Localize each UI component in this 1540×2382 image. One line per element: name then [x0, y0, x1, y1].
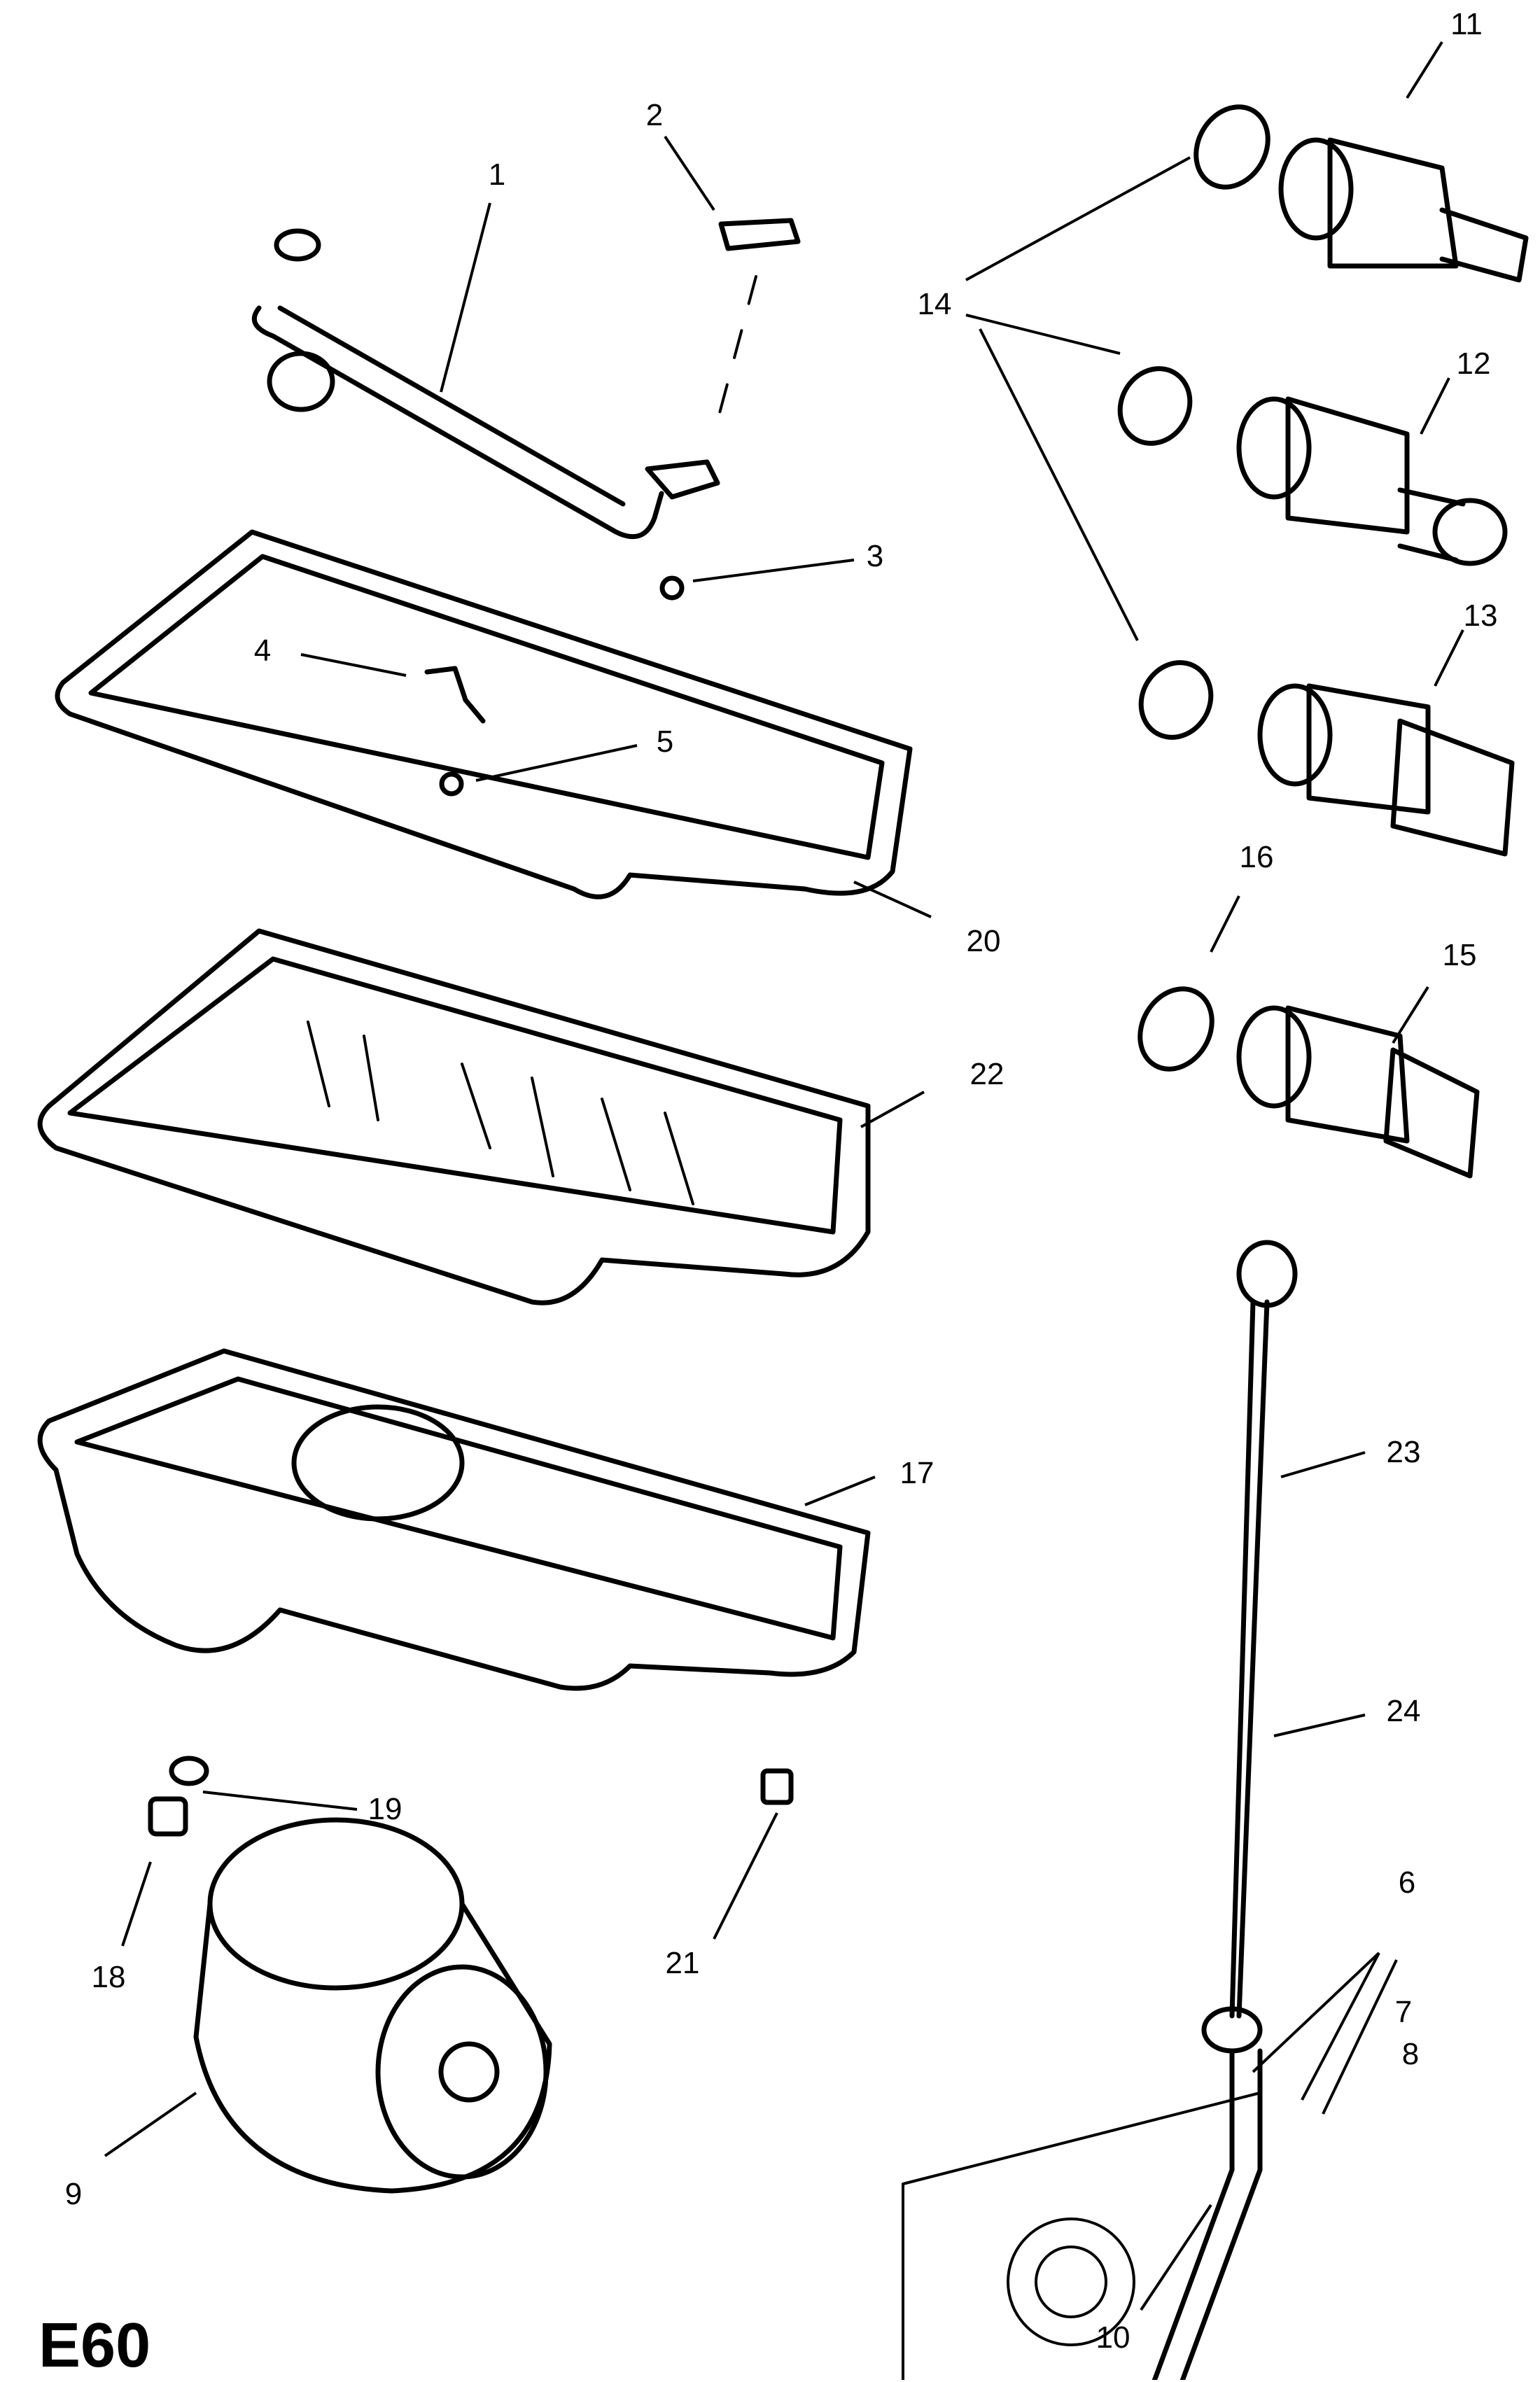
pressure-switch-12-drawing — [1236, 396, 1508, 566]
callout-16: 16 — [1239, 840, 1274, 874]
alignment-line — [713, 275, 757, 435]
callout-3: 3 — [866, 539, 884, 573]
callout-18: 18 — [91, 1960, 126, 1994]
callout-17: 17 — [899, 1456, 934, 1490]
pressure-switch-13-drawing — [1257, 683, 1515, 857]
callout-9: 9 — [64, 2177, 83, 2211]
callout-2: 2 — [645, 98, 664, 132]
callout-13: 13 — [1463, 598, 1498, 633]
sealing-ring-drawing — [1194, 104, 1270, 190]
callout-5: 5 — [656, 724, 674, 759]
drain-plug-drawing — [148, 1796, 188, 1837]
callout-19: 19 — [368, 1792, 402, 1826]
bolt-5-drawing — [439, 771, 464, 797]
callout-14: 14 — [917, 287, 952, 321]
gasket-drawing — [718, 218, 801, 251]
oil-pan-gasket-drawing — [55, 529, 913, 899]
callout-11: 11 — [1450, 7, 1483, 41]
diagram-code: E60 — [38, 2311, 151, 2381]
leader-lines — [104, 41, 1464, 2311]
callout-20: 20 — [966, 924, 1001, 958]
sealing-ring-drawing — [1138, 660, 1214, 740]
callout-21: 21 — [665, 1946, 700, 1980]
callout-7: 7 — [1394, 1995, 1413, 2029]
bolt-21-drawing — [760, 1768, 794, 1805]
callout-23: 23 — [1386, 1435, 1421, 1469]
sealing-ring-drawing — [1117, 366, 1193, 446]
callout-10: 10 — [1096, 2320, 1130, 2355]
sealing-ring-16-drawing — [1138, 986, 1214, 1072]
callout-15: 15 — [1442, 938, 1477, 972]
bolt-3-drawing — [659, 575, 685, 601]
oil-pan-drawing — [37, 1348, 871, 1691]
callout-22: 22 — [969, 1057, 1004, 1091]
engine-block-drawing — [902, 2092, 1261, 2380]
oil-filter-drawing — [193, 1817, 552, 2194]
callout-24: 24 — [1386, 1694, 1421, 1728]
pressure-switch-11-drawing — [1278, 137, 1529, 283]
seal-ring-19-drawing — [169, 1756, 209, 1786]
callout-12: 12 — [1456, 346, 1491, 381]
callout-8: 8 — [1401, 2037, 1420, 2071]
callout-4: 4 — [253, 633, 272, 668]
guide-tube-drawing — [1152, 2048, 1263, 2380]
bracket-drawing — [424, 666, 486, 724]
callout-1: 1 — [488, 157, 506, 192]
pressure-switch-15-drawing — [1236, 1005, 1480, 1179]
baffle-plate-drawing — [37, 928, 871, 1305]
dipstick-drawing — [1201, 1240, 1298, 2054]
callout-6: 6 — [1398, 1865, 1416, 1900]
suction-pipe-drawing — [251, 228, 720, 540]
